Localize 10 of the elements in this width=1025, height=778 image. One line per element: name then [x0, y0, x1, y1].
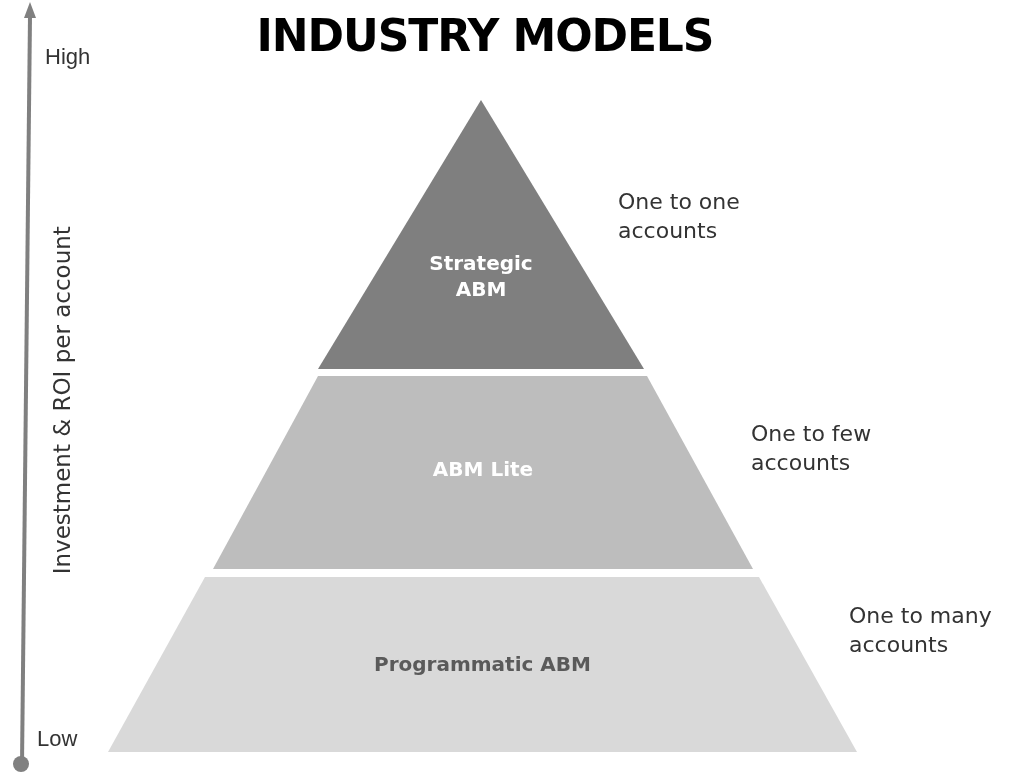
tier-label: ABM Lite	[432, 456, 534, 482]
axis-label: Investment & ROI per account	[47, 225, 76, 575]
tier-label: Programmatic ABM	[374, 651, 591, 677]
title: INDUSTRY MODELS	[255, 14, 715, 58]
tier-description: One to one accounts	[618, 188, 741, 245]
tier-description: One to many accounts	[849, 602, 993, 659]
axis-high-label: High	[45, 43, 91, 71]
tier-description: One to few accounts	[751, 420, 873, 477]
axis-low-label: Low	[37, 725, 78, 753]
tier-label: Strategic ABM	[428, 250, 534, 302]
